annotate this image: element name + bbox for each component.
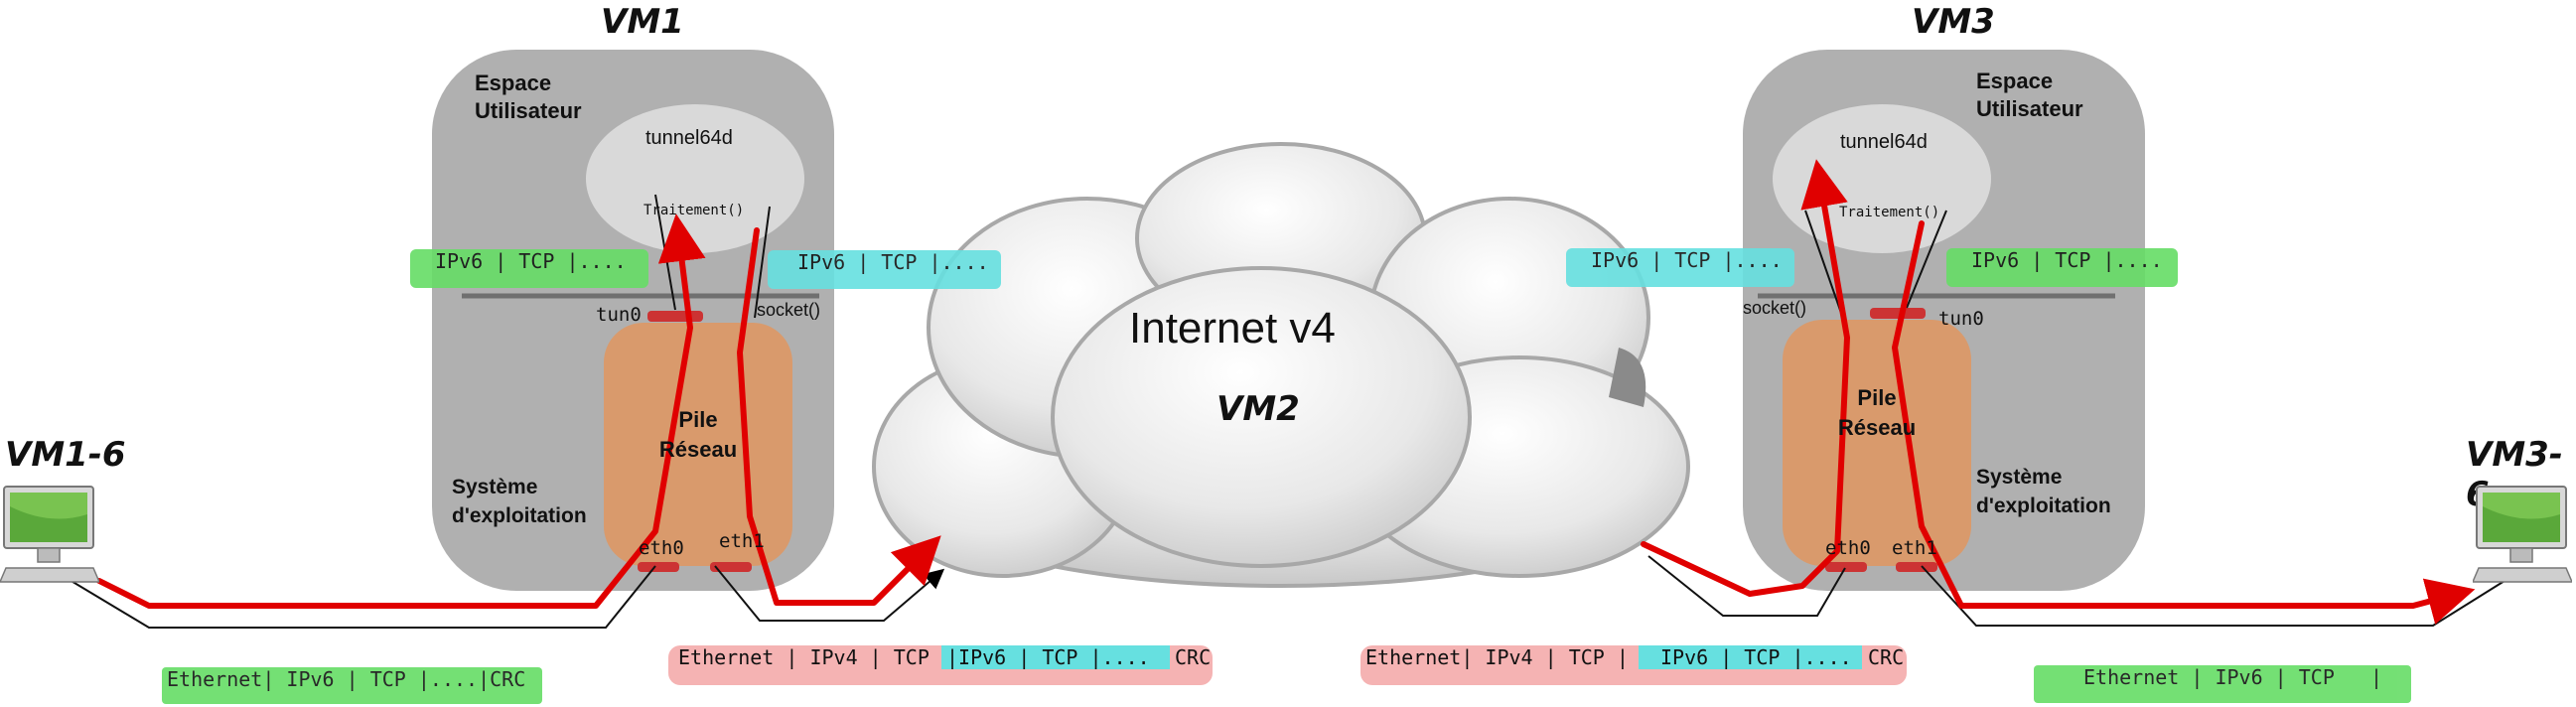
packet-left-ethernet-frame: Ethernet| IPv6 | TCP |....|CRC [162, 667, 542, 704]
vm3-tun0-interface [1870, 308, 1926, 319]
vm3-user-space-label: Espace Utilisateur [1976, 68, 2083, 123]
vm1-stack-label: Pile Réseau [653, 405, 743, 465]
vm1-tun0-interface [647, 311, 703, 322]
packet-vm1-inner-payload: |IPv6 | TCP |.... [941, 645, 1170, 669]
vm3-eth0-interface [1825, 562, 1867, 572]
vm3-tun0-label: tun0 [1938, 308, 1984, 330]
vm3-eth1-interface [1896, 562, 1937, 572]
packet-flow [96, 159, 2476, 625]
computer-right-icon [2473, 485, 2572, 589]
vm3-os-line2: d'exploitation [1976, 495, 2111, 517]
packet-vm1-crc: CRC [1175, 645, 1212, 669]
vm1-eth1-interface [710, 562, 752, 572]
packet-vm3-inner-payload: IPv6 | TCP |.... [1639, 645, 1862, 669]
internet-cloud [872, 142, 1690, 588]
vm1-title: VM1 [601, 2, 684, 42]
computer-left-icon [0, 485, 99, 589]
vm3-stack-line1: Pile [1857, 385, 1897, 410]
vm1-eth0-interface [638, 562, 679, 572]
vm1-user-space-line1: Espace [475, 71, 552, 95]
vm3-socket-label: socket() [1743, 298, 1807, 318]
vm3-user-space-line1: Espace [1976, 69, 2054, 93]
vm1-box [432, 50, 834, 591]
packet-vm3-tun-ipv6: IPv6 | TCP |.... [1946, 248, 2178, 287]
packet-vm3-socket-ipv6: IPv6 | TCP |.... [1566, 248, 1794, 287]
packet-vm1-outer-header: Ethernet | IPv4 | TCP [678, 645, 930, 669]
vm1-user-space-label: Espace Utilisateur [475, 70, 582, 125]
packet-vm1-tun-ipv6: IPv6 | TCP |.... [410, 249, 648, 288]
vm1-stack-line1: Pile [678, 407, 718, 432]
vm1-processing-label: Traitement() [644, 203, 745, 218]
vm3-processing-label: Traitement() [1839, 205, 1940, 220]
vm1-os-line1: Système [452, 476, 538, 498]
vm1-daemon-label: tunnel64d [645, 127, 733, 149]
packet-vm3-encapsulated: Ethernet| IPv4 | TCP | IPv6 | TCP |.... … [1360, 645, 1907, 685]
packet-vm3-crc: CRC [1868, 645, 1905, 669]
vm3-user-space-line2: Utilisateur [1976, 96, 2083, 121]
vm1-eth0-label: eth0 [639, 537, 684, 559]
vm3-stack-label: Pile Réseau [1832, 383, 1922, 443]
vm3-network-stack [1783, 320, 1971, 566]
packet-vm1-encapsulated: Ethernet | IPv4 | TCP |IPv6 | TCP |.... … [668, 645, 1213, 685]
vm3-stack-line2: Réseau [1837, 415, 1917, 440]
vm1-user-space-line2: Utilisateur [475, 98, 582, 123]
vm3-os-label: Système d'exploitation [1976, 463, 2111, 520]
packet-right-ethernet-frame: Ethernet | IPv6 | TCP | [2034, 665, 2411, 703]
vm3-title: VM3 [1912, 2, 1995, 42]
vm1-os-label: Système d'exploitation [452, 473, 587, 530]
vm1-network-stack [604, 323, 792, 566]
vm3-os-line1: Système [1976, 466, 2063, 489]
vm3-eth0-label: eth0 [1825, 537, 1871, 559]
cloud-label: Internet v4 [1129, 304, 1336, 353]
host-left-label: VM1-6 [5, 435, 126, 475]
vm1-user-space-ellipse [586, 104, 804, 253]
vm1-tun0-label: tun0 [596, 304, 642, 326]
vm1-os-line2: d'exploitation [452, 504, 587, 527]
vm3-eth1-label: eth1 [1892, 537, 1937, 559]
packet-vm3-outer-header: Ethernet| IPv4 | TCP | [1365, 645, 1629, 669]
vm1-stack-line2: Réseau [658, 437, 738, 462]
cloud-vm-label: VM2 [1216, 389, 1300, 429]
vm1-socket-label: socket() [757, 300, 821, 320]
vm3-user-space-ellipse [1773, 104, 1991, 253]
vm1-eth1-label: eth1 [719, 530, 765, 552]
vm3-daemon-label: tunnel64d [1840, 131, 1928, 153]
packet-vm1-socket-ipv6: IPv6 | TCP |.... [768, 250, 1001, 289]
